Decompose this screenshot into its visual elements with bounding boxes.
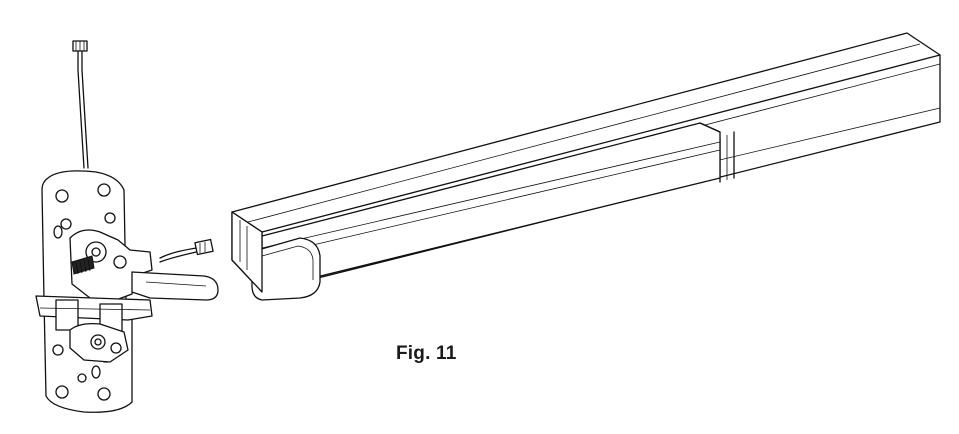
rail-connector — [159, 238, 214, 263]
push-bar-rail — [231, 32, 941, 301]
wire-harness — [72, 40, 89, 169]
figure-caption: Fig. 11 — [396, 343, 457, 364]
latch-mechanism — [35, 229, 219, 363]
